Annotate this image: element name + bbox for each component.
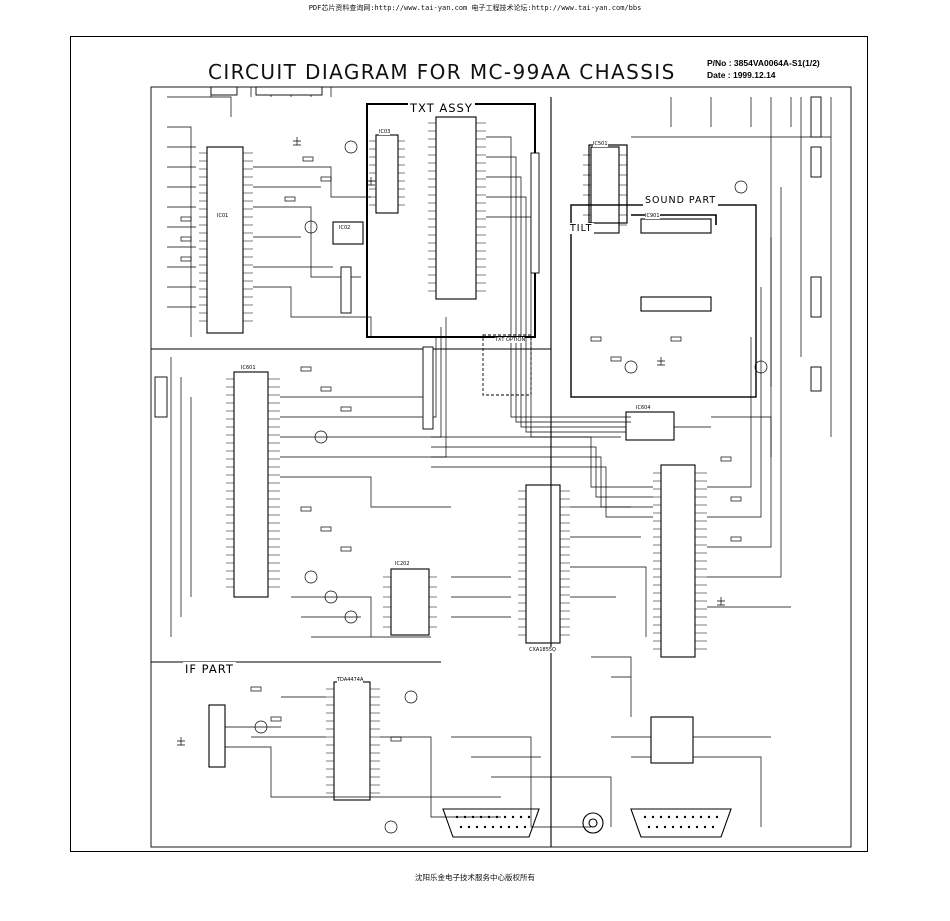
relay-body	[650, 716, 694, 764]
txt-option-label: TXT OPTION	[495, 337, 526, 343]
ic604-body	[625, 411, 675, 441]
schematic-drawing	[150, 86, 852, 848]
title-block: P/No : 3854VA0064A-S1(1/2) Date : 1999.1…	[707, 57, 820, 81]
ic01-body	[206, 146, 244, 334]
ic501-body	[590, 146, 620, 234]
ic901-label: IC901	[645, 213, 660, 219]
connector-right-3	[810, 276, 822, 318]
connector-top-mid	[255, 86, 323, 96]
if-part-label: IF PART	[183, 662, 236, 676]
tilt-label: TILT	[568, 223, 595, 234]
txt-assy-label: TXT ASSY	[408, 101, 475, 115]
sound-part-label: SOUND PART	[643, 195, 719, 206]
ic902-body	[640, 296, 712, 312]
connector-top-left	[210, 86, 238, 96]
ic03-label: IC03	[379, 129, 391, 135]
ic801-body	[660, 464, 696, 658]
tda-body	[333, 681, 371, 801]
ic04-body	[435, 116, 477, 300]
ic202-body	[390, 568, 430, 636]
connector-right-2	[810, 146, 822, 178]
copyright-footer: 沈阳乐金电子技术服务中心版权所有	[415, 873, 535, 882]
connector-right-4	[810, 366, 822, 392]
ic601-body	[233, 371, 269, 598]
cxa-label: CXA1855Q	[529, 647, 556, 653]
scart-connector-right	[630, 808, 732, 838]
diagram-title: CIRCUIT DIAGRAM FOR MC-99AA CHASSIS	[208, 60, 676, 84]
ic604-label: IC604	[636, 405, 651, 411]
av-jack	[582, 812, 604, 834]
part-number: P/No : 3854VA0064A-S1(1/2)	[707, 58, 820, 68]
ic901-body	[640, 218, 712, 234]
txt-connector	[530, 152, 540, 274]
ic02-body	[332, 221, 364, 245]
tda-label: TDA4474A	[337, 677, 364, 683]
cxa-body	[525, 484, 561, 644]
tilt-box	[588, 144, 628, 224]
revision-date: Date : 1999.12.14	[707, 70, 776, 80]
connector-mid	[422, 346, 434, 430]
sound-part-box	[570, 204, 757, 398]
scart-connector-left	[442, 808, 540, 838]
ic02-label: IC02	[339, 225, 351, 231]
if-ic-body	[208, 704, 226, 768]
connector-left-mid	[154, 376, 168, 418]
connector-right-1	[810, 96, 822, 138]
connector-mid-2	[340, 266, 352, 314]
ic501-label: IC501	[593, 141, 608, 147]
ic03-body	[375, 134, 399, 214]
ic01-label: IC01	[217, 213, 229, 219]
ic601-label: IC601	[241, 365, 256, 371]
source-banner: PDF芯片资料查询网:http://www.tai-yan.com 电子工程技术…	[308, 4, 642, 12]
ic202-label: IC202	[395, 561, 410, 567]
txt-assy-box	[366, 103, 536, 338]
txt-option-box	[482, 334, 532, 396]
schematic-sheet: CIRCUIT DIAGRAM FOR MC-99AA CHASSIS P/No…	[70, 36, 868, 852]
inner-frame	[150, 86, 852, 848]
